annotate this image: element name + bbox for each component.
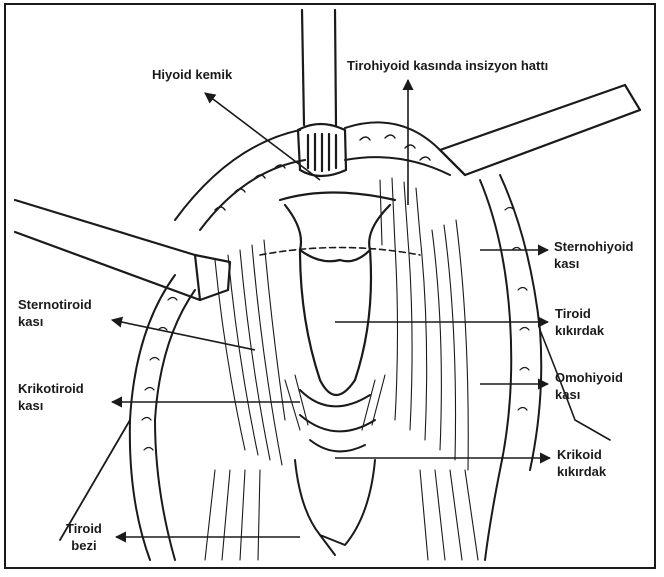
label-sternohyoid-line2: kası bbox=[554, 255, 633, 272]
label-omohyoid: Omohiyoid kası bbox=[555, 369, 623, 403]
arrow-sternothyroid bbox=[112, 320, 255, 350]
label-cricoid-line2: kıkırdak bbox=[557, 463, 606, 480]
cricoid-cartilage bbox=[300, 390, 375, 451]
label-thyroid-gland: Tiroid bezi bbox=[66, 520, 102, 554]
label-cricoid: Krikoid kıkırdak bbox=[557, 446, 606, 480]
label-thyroid-gland-line2: bezi bbox=[66, 537, 102, 554]
strap-muscle-fibers bbox=[215, 178, 468, 470]
label-thyroid-cartilage-line2: kıkırdak bbox=[555, 322, 604, 339]
label-cricoid-line1: Krikoid bbox=[557, 446, 606, 463]
thyroid-gland bbox=[295, 460, 375, 555]
label-cricothyroid-line1: Krikotiroid bbox=[18, 380, 84, 397]
label-thyroid-cartilage: Tiroid kıkırdak bbox=[555, 305, 604, 339]
left-retractor bbox=[15, 200, 230, 300]
label-sternothyroid-line2: kası bbox=[18, 313, 92, 330]
label-hyoid-bone: Hiyoid kemik bbox=[152, 66, 232, 83]
right-retractor bbox=[440, 85, 640, 175]
label-cricothyroid-line2: kası bbox=[18, 397, 84, 414]
label-thyroid-cartilage-line1: Tiroid bbox=[555, 305, 604, 322]
label-omohyoid-line1: Omohiyoid bbox=[555, 369, 623, 386]
left-sternohyoid-stipple bbox=[142, 298, 177, 451]
label-sternothyroid: Sternotiroid kası bbox=[18, 296, 92, 330]
label-thyroid-gland-line1: Tiroid bbox=[66, 520, 102, 537]
thyroid-cartilage bbox=[260, 193, 420, 396]
top-retractor bbox=[298, 10, 346, 176]
lower-strap-lines bbox=[205, 470, 478, 560]
label-omohyoid-line2: kası bbox=[555, 386, 623, 403]
label-incision-line: Tirohiyoid kasında insizyon hattı bbox=[347, 57, 548, 74]
label-sternothyroid-line1: Sternotiroid bbox=[18, 296, 92, 313]
right-neck-contour bbox=[480, 175, 610, 560]
label-sternohyoid-line1: Sternohiyoid bbox=[554, 238, 633, 255]
label-sternohyoid: Sternohiyoid kası bbox=[554, 238, 633, 272]
label-cricothyroid: Krikotiroid kası bbox=[18, 380, 84, 414]
